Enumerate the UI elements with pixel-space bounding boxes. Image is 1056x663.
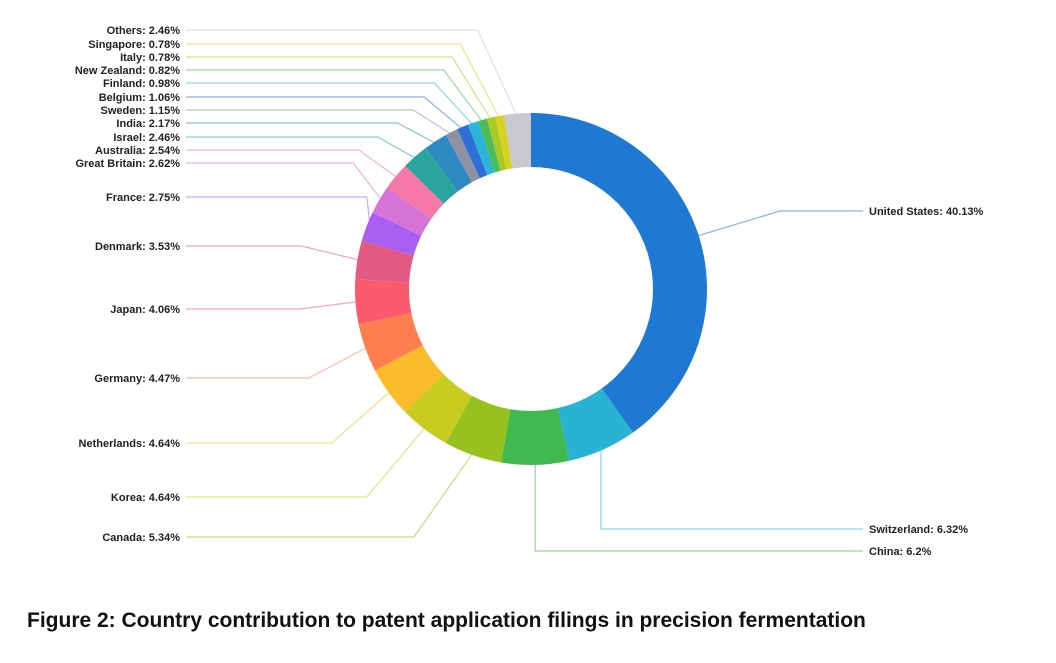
slice-netherlands	[375, 345, 444, 412]
leader-line	[534, 460, 863, 552]
slice-label: United States: 40.13%	[869, 206, 984, 218]
slice-label: Belgium: 1.06%	[99, 92, 181, 104]
slice-india	[425, 134, 472, 192]
leader-line	[186, 196, 371, 228]
slice-australia	[387, 165, 444, 219]
slice-denmark	[355, 240, 414, 283]
labels-group: United States: 40.13% Switzerland: 6.32% C…	[75, 25, 984, 558]
donut-chart: United States: 40.13% Switzerland: 6.32% C…	[75, 25, 984, 558]
slice-germany	[358, 313, 423, 371]
leader-line	[186, 162, 384, 203]
slice-label: India: 2.17%	[116, 118, 180, 130]
leader-lines-group	[186, 29, 863, 552]
leader-line	[186, 389, 393, 444]
slice-france	[361, 212, 422, 256]
leader-line	[186, 56, 493, 122]
leader-line	[186, 82, 475, 127]
slice-label: China: 6.2%	[869, 546, 932, 558]
slice-label: Finland: 0.98%	[103, 78, 180, 90]
slice-switzerland	[557, 388, 633, 461]
leader-line	[600, 446, 863, 530]
leader-line	[186, 245, 362, 262]
slice-label: Great Britain: 2.62%	[75, 158, 180, 170]
slice-label: Germany: 4.47%	[94, 373, 180, 385]
leader-line	[186, 425, 428, 498]
leader-line	[186, 109, 454, 137]
figure-caption: Figure 2: Country contribution to patent…	[27, 609, 866, 632]
leader-line	[186, 29, 519, 118]
slice-label: Japan: 4.06%	[110, 304, 180, 316]
slice-label: New Zealand: 0.82%	[75, 65, 180, 77]
slice-label: Others: 2.46%	[107, 25, 181, 37]
leader-line	[186, 122, 438, 146]
slice-belgium	[457, 124, 488, 179]
slice-label: Singapore: 0.78%	[88, 39, 180, 51]
slice-israel	[405, 147, 458, 204]
leader-line	[186, 69, 485, 124]
leader-line	[186, 136, 419, 161]
slice-united-states	[531, 113, 707, 433]
slice-label: Korea: 4.64%	[111, 492, 180, 504]
slice-label: Netherlands: 4.64%	[79, 438, 181, 450]
slice-canada	[445, 395, 511, 463]
slice-others	[503, 113, 531, 169]
leader-line	[186, 96, 465, 131]
slice-label: Sweden: 1.15%	[101, 105, 181, 117]
slice-china	[501, 408, 570, 466]
slice-label: Australia: 2.54%	[95, 145, 180, 157]
slice-japan	[355, 279, 412, 325]
leader-line	[694, 210, 863, 238]
slice-finland	[468, 121, 495, 176]
slice-new-zealand	[478, 118, 501, 173]
slices-group	[355, 113, 707, 466]
slice-label: Israel: 2.46%	[113, 132, 180, 144]
slice-great-britain	[372, 187, 432, 236]
slice-label: France: 2.75%	[106, 192, 180, 204]
leader-line	[186, 149, 400, 180]
slice-italy	[486, 116, 507, 171]
slice-label: Denmark: 3.53%	[95, 241, 180, 253]
slice-korea	[405, 374, 472, 443]
leader-line	[186, 43, 501, 121]
leader-line	[186, 300, 360, 310]
slice-sweden	[445, 129, 480, 183]
slice-label: Italy: 0.78%	[120, 52, 180, 64]
leader-line	[186, 345, 370, 379]
leader-line	[186, 450, 475, 538]
slice-label: Canada: 5.34%	[102, 532, 180, 544]
slice-singapore	[495, 115, 513, 170]
slice-label: Switzerland: 6.32%	[869, 524, 968, 536]
